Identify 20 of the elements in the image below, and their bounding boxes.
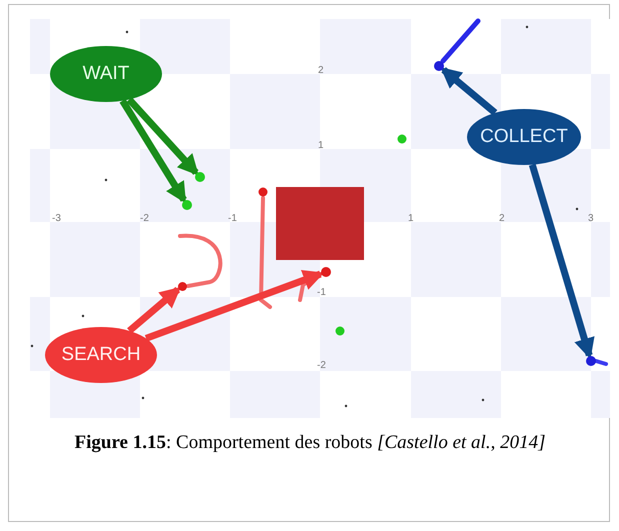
axis-tick-label: -2 <box>140 213 149 224</box>
arrow <box>440 67 498 116</box>
axis-tick-label: 1 <box>408 213 414 224</box>
axis-tick-label: -2 <box>317 360 326 371</box>
arrow <box>528 164 595 360</box>
state-label: WAIT <box>82 63 130 85</box>
axis-tick-label: -1 <box>317 287 326 298</box>
state-label: COLLECT <box>480 126 568 148</box>
axis-tick-label: 1 <box>318 140 324 151</box>
axis-tick-label: -3 <box>52 213 61 224</box>
figure-caption: Figure 1.15: Comportement des robots [Castello et al., 2014] <box>74 431 546 455</box>
arrow <box>127 286 181 334</box>
axis-tick-label: -1 <box>228 213 237 224</box>
axis-tick-label: 2 <box>499 213 505 224</box>
axis-tick-label: 3 <box>588 213 594 224</box>
arrow <box>120 98 187 204</box>
state-label: SEARCH <box>61 344 141 366</box>
arrow <box>126 97 199 176</box>
axis-tick-label: 2 <box>318 65 324 76</box>
arrow <box>144 270 324 342</box>
